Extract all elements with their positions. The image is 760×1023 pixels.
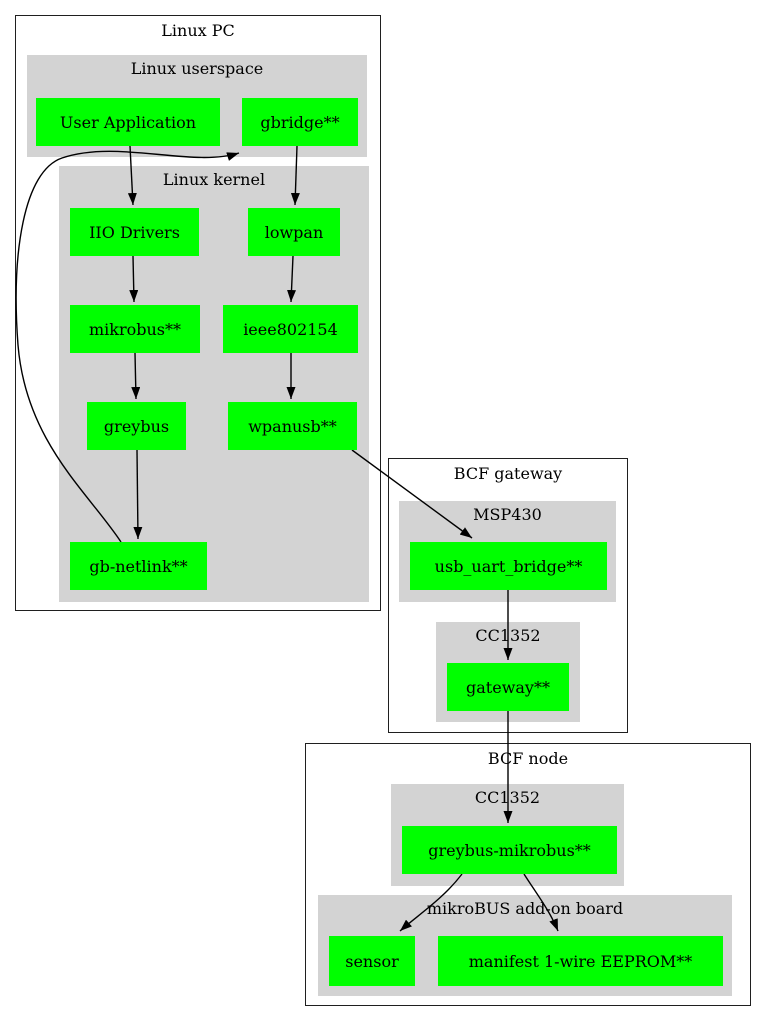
node-gateway-label: gateway**: [466, 677, 550, 697]
node-sensor-label: sensor: [345, 951, 399, 971]
cluster-mikrobus-addon-title: mikroBUS add-on board: [426, 899, 624, 918]
node-user-application: User Application: [36, 98, 220, 146]
box-bcf-node-title: BCF node: [487, 749, 569, 768]
node-gateway: gateway**: [447, 663, 569, 711]
node-iio-drivers: IIO Drivers: [70, 208, 199, 256]
node-greybus-mikrobus: greybus-mikrobus**: [402, 826, 617, 874]
node-iio-drivers-label: IIO Drivers: [89, 222, 180, 242]
node-gb-netlink: gb-netlink**: [70, 542, 207, 590]
box-linux-pc-title: Linux PC: [161, 21, 235, 40]
box-bcf-gateway-title: BCF gateway: [453, 464, 563, 483]
node-wpanusb: wpanusb**: [228, 402, 357, 450]
node-greybus: greybus: [87, 402, 186, 450]
node-greybus-mikrobus-label: greybus-mikrobus**: [428, 840, 591, 860]
node-lowpan: lowpan: [248, 208, 340, 256]
node-mikrobus-label: mikrobus**: [88, 319, 182, 339]
node-gb-netlink-label: gb-netlink**: [89, 556, 188, 576]
cluster-linux-userspace-title: Linux userspace: [130, 59, 264, 78]
node-usb-uart-bridge: usb_uart_bridge**: [410, 542, 607, 590]
node-ieee802154-label: ieee802154: [243, 319, 338, 339]
node-manifest-eeprom-label: manifest 1-wire EEPROM**: [468, 951, 693, 971]
cluster-cc1352-gateway-title: CC1352: [475, 626, 541, 645]
node-gbridge-label: gbridge**: [260, 112, 340, 132]
cluster-linux-kernel-title: Linux kernel: [162, 170, 266, 189]
node-sensor: sensor: [329, 936, 415, 986]
node-wpanusb-label: wpanusb**: [248, 416, 337, 436]
node-ieee802154: ieee802154: [223, 305, 358, 353]
node-manifest-eeprom: manifest 1-wire EEPROM**: [438, 936, 723, 986]
node-mikrobus: mikrobus**: [70, 305, 200, 353]
cluster-cc1352-node-title: CC1352: [474, 788, 541, 807]
cluster-msp430-title: MSP430: [473, 505, 542, 524]
node-lowpan-label: lowpan: [264, 222, 324, 242]
node-gbridge: gbridge**: [242, 98, 358, 146]
node-usb-uart-bridge-label: usb_uart_bridge**: [434, 556, 583, 576]
node-user-application-label: User Application: [59, 112, 197, 132]
node-greybus-label: greybus: [103, 416, 170, 436]
